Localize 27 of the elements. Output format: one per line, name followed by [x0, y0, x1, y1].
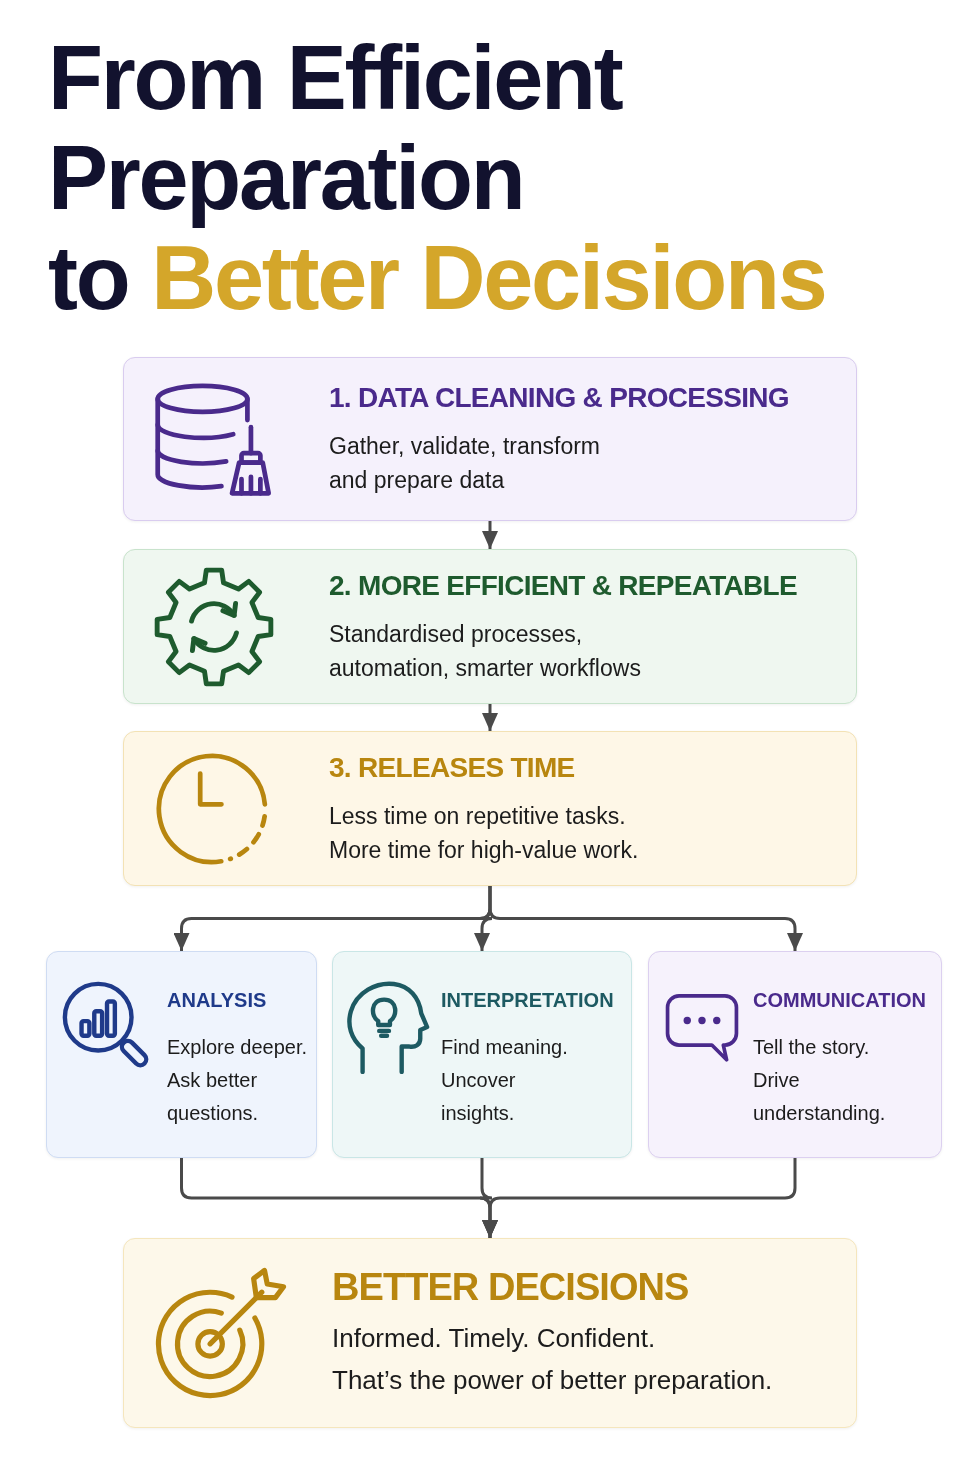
step-card [123, 357, 857, 521]
card-heading: 2. MORE EFFICIENT & REPEATABLE [329, 568, 798, 603]
connector-arrow [482, 521, 498, 549]
outcome-card [648, 951, 942, 1158]
connector-arrow [488, 886, 803, 951]
card-description: Explore deeper. Ask better questions. [167, 1035, 309, 1126]
card-description: That’s the power of better preparation. [332, 1364, 774, 1397]
step-card [123, 549, 857, 704]
card-heading: 1. DATA CLEANING & PROCESSING [329, 381, 790, 415]
card-description: Less time on repetitive tasks. More time for high-value work. [329, 801, 640, 865]
card-description: Standardised processes, automation, smarter workflows [329, 619, 642, 683]
card-description: Find meaning. Uncover insights. [441, 1035, 569, 1126]
card-description: Informed. Timely. Confident. [332, 1322, 657, 1355]
card-heading: ANALYSIS [167, 988, 268, 1013]
step-card [123, 731, 857, 886]
card-heading: INTERPRETATION [441, 988, 615, 1013]
result-card [123, 1238, 857, 1428]
title: From Efficient Preparation to Better Decisions [48, 28, 827, 328]
card-heading: 3. RELEASES TIME [329, 750, 576, 785]
connector-arrow [482, 704, 498, 731]
card-description: Tell the story. Drive understanding. [753, 1035, 887, 1126]
outcome-card [332, 951, 632, 1158]
card-heading: COMMUNICATION [753, 988, 927, 1013]
card-heading: BETTER DECISIONS [332, 1265, 690, 1309]
outcome-card [46, 951, 317, 1158]
connector-arrow [482, 1158, 797, 1238]
card-description: Gather, validate, transform and prepare data [329, 432, 601, 495]
